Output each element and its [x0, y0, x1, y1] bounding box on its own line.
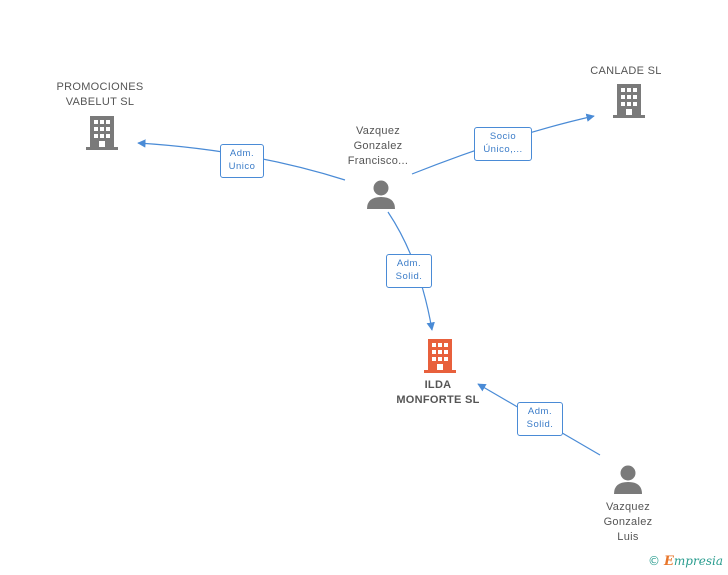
node-label-line: VABELUT SL — [65, 96, 135, 108]
node-label-francisco[interactable]: Vazquez Gonzalez Francisco... — [330, 124, 426, 169]
node-label-line: Vazquez — [605, 501, 651, 513]
edge-label-adm-solid-2[interactable]: Adm. Solid. — [517, 402, 563, 436]
edge-label-socio-unico[interactable]: Socio Único,... — [474, 127, 532, 161]
node-label-line: CANLADE SL — [590, 65, 662, 77]
edge-label-line: Solid. — [526, 419, 554, 430]
node-label-line: Vazquez — [355, 125, 401, 137]
person-icon — [367, 180, 395, 209]
edge-label-line: Único,... — [483, 144, 523, 155]
empresia-logo[interactable]: © Empresia — [648, 554, 723, 569]
edge-label-line: Unico — [228, 161, 256, 172]
edge-label-line: Adm. — [229, 148, 255, 159]
edge-label-line: Adm. — [527, 406, 553, 417]
node-label-line: Francisco... — [347, 155, 409, 167]
building-icon — [86, 116, 118, 150]
person-icon — [614, 465, 642, 494]
node-label-line: Gonzalez — [603, 516, 653, 528]
building-icon — [613, 84, 645, 118]
node-label-canlade[interactable]: CANLADE SL — [576, 64, 676, 79]
edge-label-adm-solid-1[interactable]: Adm. Solid. — [386, 254, 432, 288]
node-label-line: PROMOCIONES — [56, 81, 144, 93]
edge-label-line: Solid. — [395, 271, 423, 282]
edge-label-line: Adm. — [396, 258, 422, 269]
node-label-promociones[interactable]: PROMOCIONES VABELUT SL — [44, 80, 156, 110]
edge-label-line: Socio — [489, 131, 517, 142]
node-label-line: MONFORTE SL — [396, 394, 480, 406]
node-label-luis[interactable]: Vazquez Gonzalez Luis — [580, 500, 676, 545]
brand-initial: E — [664, 554, 674, 569]
edge-label-adm-unico[interactable]: Adm. Unico — [220, 144, 264, 178]
building-icon — [424, 339, 456, 373]
node-label-ilda[interactable]: ILDA MONFORTE SL — [386, 378, 490, 408]
node-label-line: Gonzalez — [353, 140, 403, 152]
copyright-icon: © — [648, 554, 660, 568]
node-label-line: ILDA — [424, 379, 452, 391]
brand-name: mpresia — [673, 554, 723, 568]
node-label-line: Luis — [617, 531, 639, 543]
